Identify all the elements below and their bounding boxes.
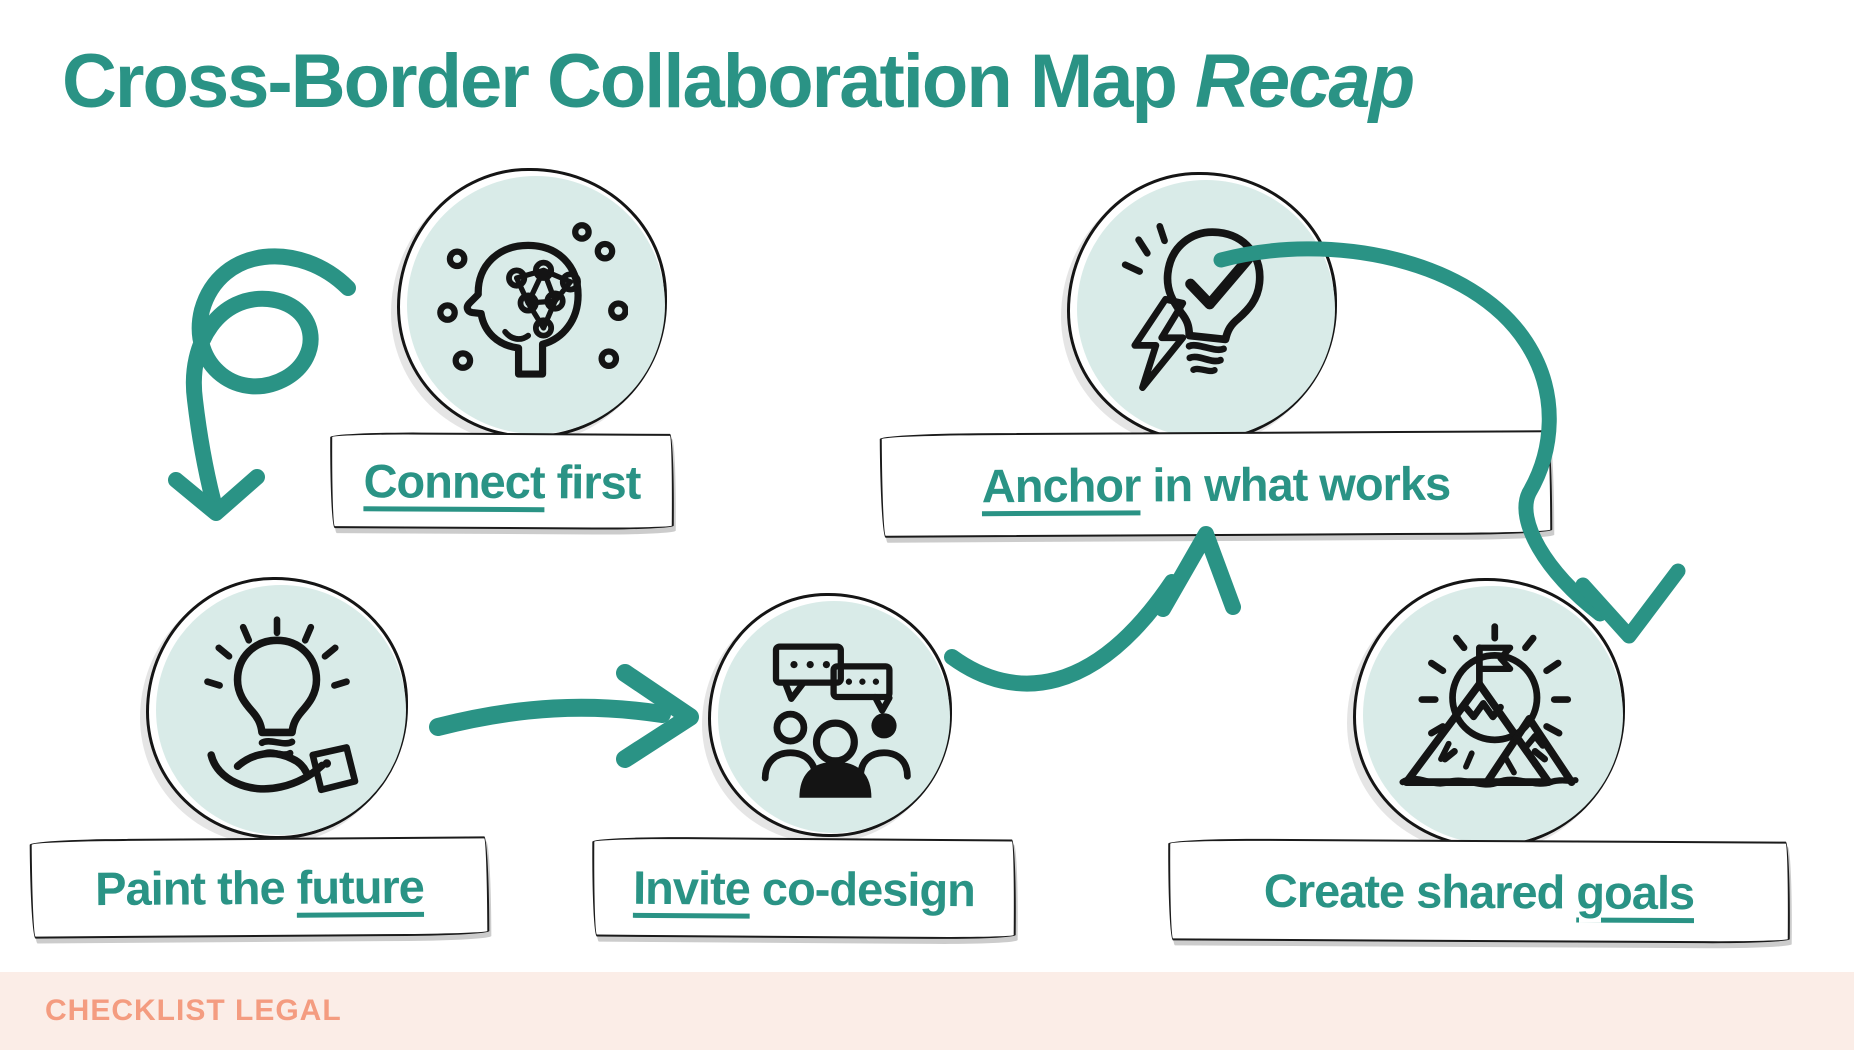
mountain-flag-icon — [1399, 623, 1579, 788]
brand-name: CHECKLIST LEGAL — [45, 994, 342, 1027]
step-label-paint: Paint the future — [29, 836, 490, 939]
checked-lightbulb-icon — [1121, 223, 1264, 391]
lightbulb-hand-icon — [204, 616, 359, 794]
footer-band: CHECKLIST LEGAL — [0, 972, 1854, 1050]
arrow-paint-to-invite — [429, 664, 699, 768]
step-bubble-anchor — [1067, 172, 1337, 442]
people-dialogue-icon — [761, 643, 911, 798]
underlined-word: goals — [1576, 865, 1695, 919]
underlined-word: future — [296, 859, 425, 914]
page-title-emphasis: Recap — [1195, 39, 1415, 124]
underlined-word: Anchor — [981, 457, 1141, 512]
step-bubble-connect — [397, 168, 667, 438]
step-label-invite: Invite co-design — [591, 836, 1017, 940]
arrow-invite-to-anchor — [944, 526, 1241, 692]
page-title-main: Cross-Border Collaboration Map — [62, 39, 1195, 124]
step-label-goals: Create shared goals — [1167, 838, 1791, 944]
step-bubble-invite — [708, 593, 952, 837]
bubble-fill — [156, 585, 406, 835]
arrow-connect-to-paint — [168, 248, 356, 521]
step-label-connect: Connect first — [329, 432, 675, 530]
underlined-word: Connect — [363, 453, 545, 508]
step-bubble-paint — [146, 577, 408, 839]
step-label-anchor: Anchor in what works — [879, 430, 1553, 538]
underlined-word: Invite — [632, 860, 751, 915]
page-title: Cross-Border Collaboration Map Recap — [62, 38, 1415, 125]
head-network-icon — [437, 222, 628, 378]
step-bubble-goals — [1353, 578, 1625, 848]
